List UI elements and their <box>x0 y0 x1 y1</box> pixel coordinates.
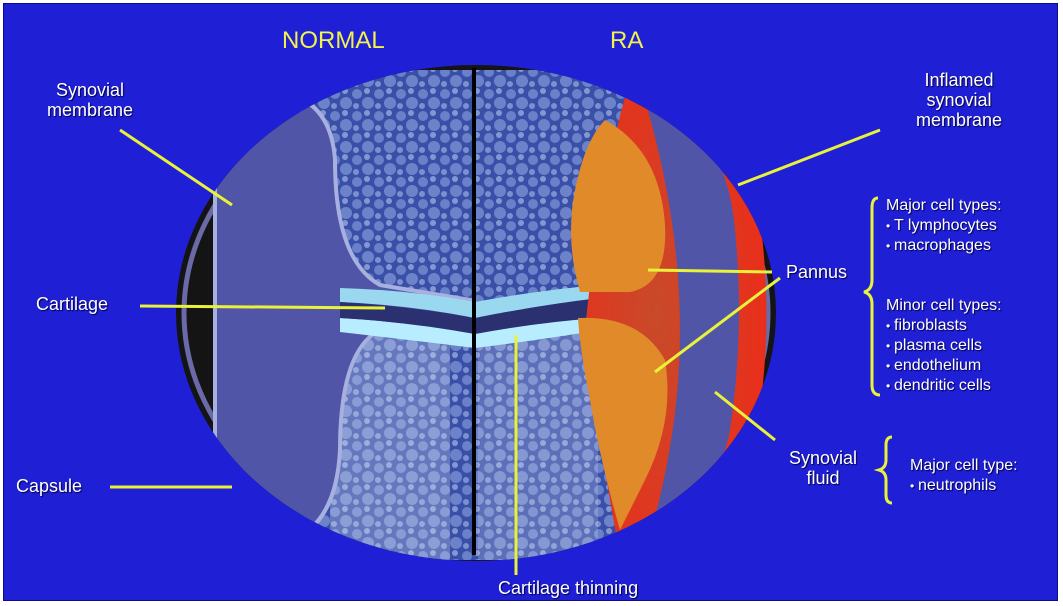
pannus-major-cell-types: Major cell types: T lymphocytes macropha… <box>886 196 1002 256</box>
cell-type-item: plasma cells <box>886 336 1002 356</box>
brace-pannus-cells <box>864 198 880 395</box>
heading-normal: NORMAL <box>282 28 385 54</box>
cell-type-item: neutrophils <box>910 476 1018 496</box>
cell-type-item: macrophages <box>886 236 1002 256</box>
heading-ra: RA <box>610 28 643 54</box>
cell-type-item: fibroblasts <box>886 316 1002 336</box>
label-pannus: Pannus <box>786 262 847 282</box>
leader-pannus-upper <box>648 270 772 272</box>
cell-type-item: dendritic cells <box>886 376 1002 396</box>
leader-cartilage <box>140 306 385 308</box>
label-cartilage-thinning: Cartilage thinning <box>498 578 638 598</box>
label-inflamed-synovial-membrane: Inflamed synovial membrane <box>904 70 1014 130</box>
label-synovial-fluid: Synovial fluid <box>780 448 866 488</box>
cell-type-item: endothelium <box>886 356 1002 376</box>
pannus-minor-cell-types: Minor cell types: fibroblasts plasma cel… <box>886 296 1002 396</box>
label-synovial-membrane: Synovial membrane <box>36 80 144 120</box>
leader-inflamed-membrane <box>738 130 880 185</box>
leader-synovial-membrane <box>120 130 232 205</box>
fluid-major-cell-type: Major cell type: neutrophils <box>910 456 1018 496</box>
brace-fluid-cells <box>879 437 892 503</box>
label-cartilage: Cartilage <box>36 294 108 314</box>
label-capsule: Capsule <box>16 476 82 496</box>
cell-type-item: T lymphocytes <box>886 216 1002 236</box>
